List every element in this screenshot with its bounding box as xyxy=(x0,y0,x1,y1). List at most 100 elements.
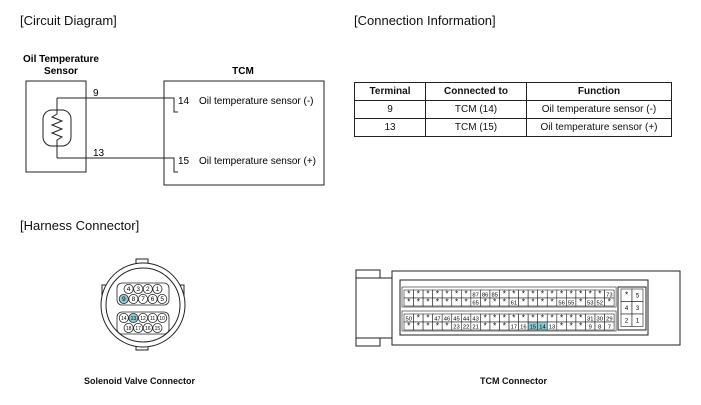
tcm-pin-label: 16 xyxy=(520,324,526,330)
tcm-pin-label: 85 xyxy=(491,292,497,298)
tcm-pin-label: 15 xyxy=(530,324,536,330)
solenoid-pin-label: 14 xyxy=(121,316,127,322)
tcm-pin-label: 17 xyxy=(511,324,517,330)
tcm-side-pin-label: 1 xyxy=(636,319,640,325)
tcm-pin-label: 73 xyxy=(606,292,612,298)
tcm-pin-label: 21 xyxy=(472,324,478,330)
tcm-pin-label: * xyxy=(417,321,420,330)
tcm-pin-label: * xyxy=(512,313,515,322)
solenoid-pin-16 xyxy=(142,322,153,333)
table-cell: Oil temperature sensor (+) xyxy=(526,118,672,137)
tcm-pin-label: * xyxy=(445,321,448,330)
sensor-label-line1: Oil Temperature xyxy=(23,54,99,65)
solenoid-pin-label: 13 xyxy=(131,316,137,322)
tcm-pin-label: 14 xyxy=(539,324,546,330)
tcm-pin-label: 55 xyxy=(568,300,574,306)
table-cell: TCM (15) xyxy=(425,118,527,137)
solenoid-pin-label: 6 xyxy=(151,296,155,303)
tcm-pin-label: 61 xyxy=(511,300,517,306)
tcm-pin-label: * xyxy=(570,289,573,298)
solenoid-pin-label: 12 xyxy=(140,316,146,322)
tcm-pin-group xyxy=(401,286,617,308)
tcm-pin-label: * xyxy=(426,313,429,322)
tcm-pin-label: * xyxy=(455,289,458,298)
tcm-pin-label: 9 xyxy=(589,324,592,330)
tcm-pin-label: 56 xyxy=(558,300,564,306)
tcm-pin-label: * xyxy=(493,313,496,322)
tcm-pin-label: * xyxy=(503,321,506,330)
tcm-pin-label: * xyxy=(531,297,534,306)
tcm-pin-label: 43 xyxy=(472,316,478,322)
tcm-box xyxy=(163,80,325,186)
tcm-pin-label: 86 xyxy=(482,292,488,298)
solenoid-pin-label: 16 xyxy=(145,326,151,332)
solenoid-pin-label: 3 xyxy=(136,286,140,293)
tcm-pin-label: * xyxy=(570,321,573,330)
table-row: 13 TCM (15) Oil temperature sensor (+) xyxy=(354,118,672,137)
tcm-pin-label: * xyxy=(560,313,563,322)
solenoid-pin-label: 2 xyxy=(146,286,150,293)
wire-pin-9: 9 xyxy=(93,88,99,99)
table-cell: TCM (14) xyxy=(425,100,527,119)
table-header-row: Terminal Connected to Function xyxy=(354,82,672,101)
tcm-pin-label: 52 xyxy=(597,300,603,306)
sensor-label-line2: Sensor xyxy=(44,66,78,77)
tcm-pin-label: 22 xyxy=(463,324,469,330)
solenoid-pin-group xyxy=(116,311,170,335)
tcm-pin-label: * xyxy=(484,313,487,322)
tcm-side-pin-label: * xyxy=(625,291,628,300)
solenoid-pin-label: 7 xyxy=(141,296,145,303)
tcm-pin-label: 7 xyxy=(608,324,611,330)
tcm-pin-label: * xyxy=(417,313,420,322)
solenoid-pin-12 xyxy=(137,312,148,323)
tcm-pin-label: * xyxy=(589,289,592,298)
tcm-pin-label: * xyxy=(531,313,534,322)
tcm-pin-label: * xyxy=(426,321,429,330)
solenoid-connector-caption: Solenoid Valve Connector xyxy=(84,376,196,386)
tcm-pin-label: 53 xyxy=(587,300,593,306)
solenoid-pin-label: 15 xyxy=(155,326,161,332)
solenoid-pin-15 xyxy=(152,322,163,333)
tcm-pin-label: * xyxy=(608,297,611,306)
thermistor-symbol xyxy=(42,98,72,158)
tcm-pin-label: * xyxy=(522,289,525,298)
tcm-pin-label: * xyxy=(426,289,429,298)
tcm-label: TCM xyxy=(232,66,254,77)
tcm-side-pin-label: 4 xyxy=(625,306,629,312)
tcm-pin-label: * xyxy=(493,321,496,330)
tcm-pin-label: * xyxy=(436,321,439,330)
tcm-pin-label: 31 xyxy=(587,316,593,322)
tcm-pin-7 xyxy=(604,321,615,331)
tcm-side-pin-1 xyxy=(631,313,644,327)
tcm-pin-14-label: Oil temperature sensor (-) xyxy=(199,96,313,107)
connection-info-heading: [Connection Information] xyxy=(354,13,496,28)
solenoid-pin-1 xyxy=(152,283,163,294)
tcm-pin-label: * xyxy=(436,297,439,306)
solenoid-pin-8 xyxy=(128,293,139,304)
solenoid-pin-7 xyxy=(137,293,148,304)
harness-connector-heading: [Harness Connector] xyxy=(20,218,140,233)
tcm-pin-label: * xyxy=(512,289,515,298)
tcm-pin-15-bracket xyxy=(164,157,178,173)
tcm-pin-label: * xyxy=(493,297,496,306)
tcm-pin-15-label: Oil temperature sensor (+) xyxy=(199,156,316,167)
tcm-pin-empty xyxy=(604,297,615,307)
tcm-pin-label: * xyxy=(503,313,506,322)
tcm-pin-label: 65 xyxy=(472,300,478,306)
solenoid-pin-11 xyxy=(147,312,158,323)
tcm-side-pin-label: 5 xyxy=(636,294,640,300)
table-header: Connected to xyxy=(425,82,527,101)
table-cell: Oil temperature sensor (-) xyxy=(526,100,672,119)
sensor-box xyxy=(25,80,87,173)
tcm-pin-label: * xyxy=(570,313,573,322)
tcm-pin-label: * xyxy=(560,289,563,298)
tcm-pin-label: * xyxy=(541,289,544,298)
tcm-pin-group xyxy=(401,310,617,332)
tcm-pin-label: * xyxy=(522,297,525,306)
tcm-pin-label: * xyxy=(579,321,582,330)
tcm-pin-label: * xyxy=(560,321,563,330)
tcm-pin-14: 14 xyxy=(178,96,190,107)
tcm-pin-label: * xyxy=(445,297,448,306)
